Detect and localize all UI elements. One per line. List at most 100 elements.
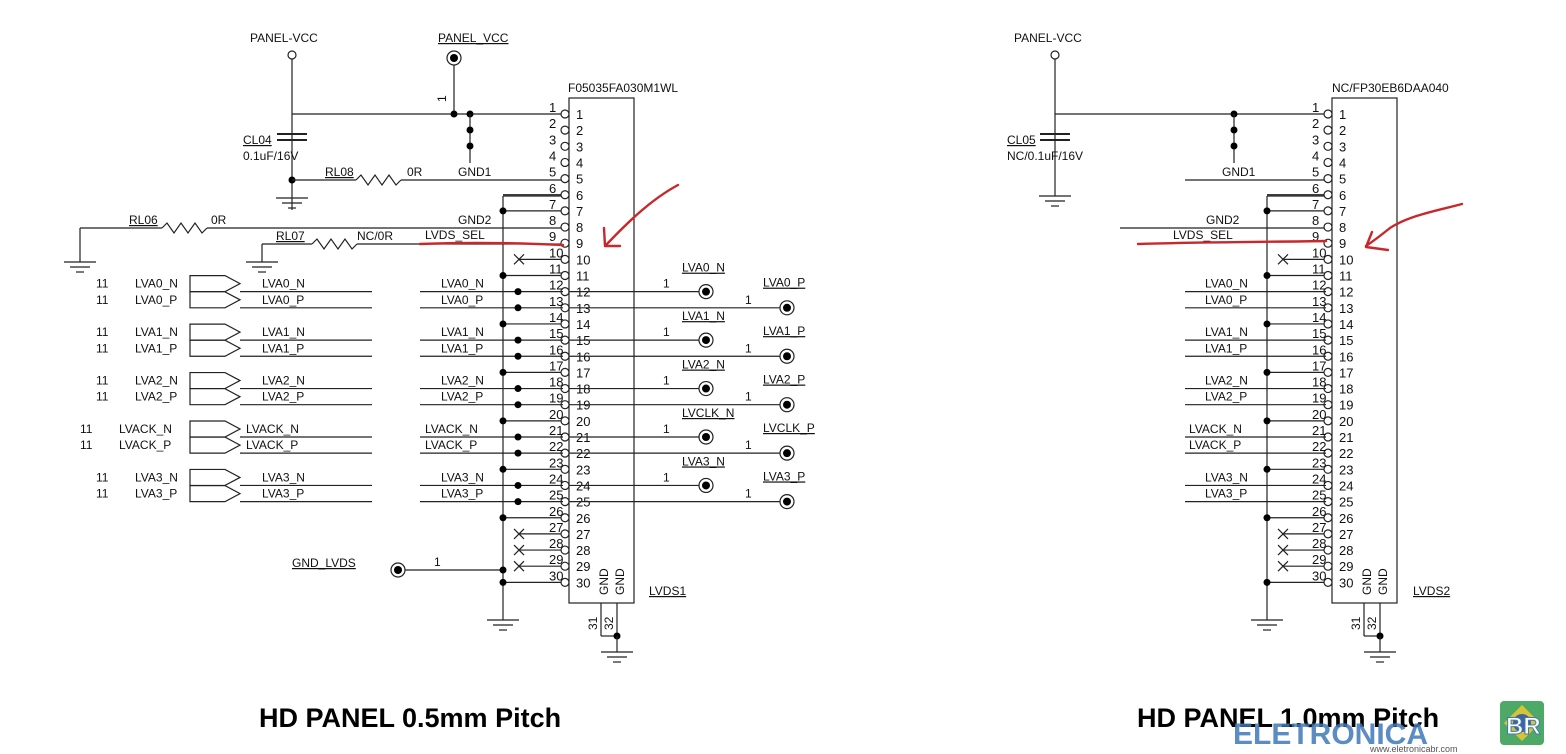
pin-3 bbox=[560, 141, 570, 151]
annotation-underline bbox=[1136, 239, 1328, 246]
right-gnd2-label: GND2 bbox=[1206, 213, 1240, 227]
pin-number-outer: 4 bbox=[549, 148, 556, 163]
pin-number-outer: 11 bbox=[549, 262, 563, 277]
pin-number-inner: 11 bbox=[576, 269, 590, 284]
pin-2 bbox=[560, 125, 570, 135]
testpoint-label: LVA2_P bbox=[763, 373, 805, 387]
pin-4 bbox=[1323, 157, 1333, 168]
junction-dot bbox=[514, 498, 522, 506]
junction-dot bbox=[499, 207, 507, 215]
pin-number-outer: 27 bbox=[549, 520, 563, 535]
testpoint-label: LVA0_P bbox=[763, 276, 805, 290]
left-connector-ref: LVDS1 bbox=[649, 584, 686, 598]
left-gnd1-label: GND1 bbox=[458, 165, 492, 179]
pin-number-outer: 6 bbox=[549, 181, 556, 196]
pin-number-outer: 30 bbox=[549, 568, 563, 583]
pin-number-inner: 11 bbox=[1339, 269, 1353, 284]
pin-number-outer: 5 bbox=[1312, 165, 1319, 180]
junction-dot bbox=[1263, 578, 1271, 586]
right-net-labels: LVA0_NLVA0_PLVA1_NLVA1_PLVA2_NLVA2_PLVAC… bbox=[1185, 277, 1326, 503]
net-label: LVACK_N bbox=[425, 422, 478, 436]
testpoint-label: LVA3_P bbox=[763, 469, 805, 483]
pin-number-outer: 16 bbox=[549, 342, 563, 357]
net-label: LVA2_P bbox=[262, 390, 304, 404]
junction-dot bbox=[514, 385, 522, 393]
left-gnd-pin-32: 32 bbox=[602, 616, 616, 630]
left-testpoints: 11LVA0_NLVA0_P11LVA1_NLVA1_P11LVA2_NLVA2… bbox=[569, 261, 815, 510]
hier-port-icon[interactable] bbox=[189, 436, 242, 454]
hier-port-icon[interactable] bbox=[189, 291, 242, 309]
testpoint-pin: 1 bbox=[745, 293, 752, 307]
pin-number-outer: 27 bbox=[1312, 520, 1326, 535]
port-page-ref: 11 bbox=[96, 470, 109, 484]
pin-number-outer: 20 bbox=[549, 407, 563, 422]
right-vcc-port-icon bbox=[1050, 50, 1060, 60]
junction-dot bbox=[1263, 514, 1271, 522]
hier-port-icon[interactable] bbox=[189, 388, 242, 406]
junction-dot bbox=[514, 481, 522, 489]
left-schematic: PANEL-VCC CL04 0.1uF/16V PANEL_VCC 1 GND… bbox=[64, 31, 815, 733]
pin-number-outer: 26 bbox=[1312, 504, 1326, 519]
no-connect-icon bbox=[513, 528, 525, 540]
hier-port-icon[interactable] bbox=[189, 420, 242, 438]
hier-port-icon[interactable] bbox=[189, 275, 242, 293]
net-label: LVA0_P bbox=[1205, 293, 1247, 307]
pin-number-outer: 21 bbox=[1312, 423, 1326, 438]
testpoint-pin: 1 bbox=[745, 341, 752, 355]
right-gnd1-label: GND1 bbox=[1222, 165, 1256, 179]
port-name: LVA1_N bbox=[135, 325, 178, 339]
pin-number-outer: 25 bbox=[1312, 488, 1326, 503]
pin-number-inner: 30 bbox=[1339, 575, 1353, 590]
pin-number-inner: 9 bbox=[1339, 236, 1346, 251]
pin-number-inner: 12 bbox=[1339, 285, 1353, 300]
pin-number-inner: 16 bbox=[1339, 349, 1353, 364]
hier-port-icon[interactable] bbox=[189, 468, 242, 487]
pin-6 bbox=[560, 190, 570, 200]
pin-number-inner: 29 bbox=[1339, 559, 1353, 574]
pin-number-outer: 16 bbox=[1312, 342, 1326, 357]
junction-dot bbox=[1263, 465, 1271, 473]
pin-number-inner: 6 bbox=[576, 188, 583, 203]
hier-port-icon[interactable] bbox=[189, 339, 242, 357]
pin-number-inner: 3 bbox=[1339, 139, 1346, 154]
port-page-ref: 11 bbox=[96, 277, 109, 291]
hier-port-icon[interactable] bbox=[189, 371, 242, 390]
pin-number-outer: 1 bbox=[1312, 100, 1319, 115]
net-label: LVA1_N bbox=[1205, 325, 1248, 339]
pin-number-inner: 10 bbox=[576, 252, 590, 267]
junction-dot bbox=[499, 368, 507, 376]
annotation-arrow-icon bbox=[1364, 202, 1464, 252]
no-connect-icon bbox=[1277, 560, 1289, 572]
net-label: LVA3_P bbox=[1205, 487, 1247, 501]
junction-dot bbox=[1263, 368, 1271, 376]
pin-number-outer: 8 bbox=[549, 213, 556, 228]
left-vcc-port-icon bbox=[287, 50, 297, 60]
annotation-arrow-icon bbox=[602, 183, 680, 248]
annotation-underline bbox=[418, 241, 565, 247]
left-gnd-pin-31: 31 bbox=[586, 616, 600, 630]
hier-port-icon[interactable] bbox=[189, 323, 242, 341]
pin-2 bbox=[1323, 125, 1333, 135]
junction-dot bbox=[1263, 272, 1271, 279]
pin-number-outer: 5 bbox=[549, 165, 556, 180]
left-rl06-value: 0R bbox=[211, 213, 227, 227]
pin-number-inner: 13 bbox=[1339, 301, 1353, 316]
left-gnd-pin-label: GND bbox=[597, 568, 611, 595]
pin-number-inner: 8 bbox=[576, 220, 583, 235]
pin-number-outer: 6 bbox=[1312, 181, 1319, 196]
hier-port-icon[interactable] bbox=[189, 485, 242, 503]
pin-number-outer: 3 bbox=[1312, 132, 1319, 147]
watermark-logo: ELETRONICA www.eletronicabr.com BR bbox=[1233, 701, 1544, 754]
right-gnd-pin-31: 31 bbox=[1349, 616, 1363, 630]
port-page-ref: 11 bbox=[96, 487, 109, 501]
port-page-ref: 11 bbox=[96, 293, 109, 307]
pin-7 bbox=[1323, 206, 1333, 216]
port-name: LVA3_N bbox=[135, 470, 178, 484]
pin-5 bbox=[1323, 174, 1333, 184]
left-gnd-lvds-pin: 1 bbox=[434, 555, 441, 569]
pin-number-inner: 2 bbox=[1339, 123, 1346, 138]
ground-icon bbox=[1039, 195, 1071, 207]
junction-dot bbox=[1263, 320, 1271, 328]
right-cap-ref: CL05 bbox=[1007, 133, 1036, 147]
